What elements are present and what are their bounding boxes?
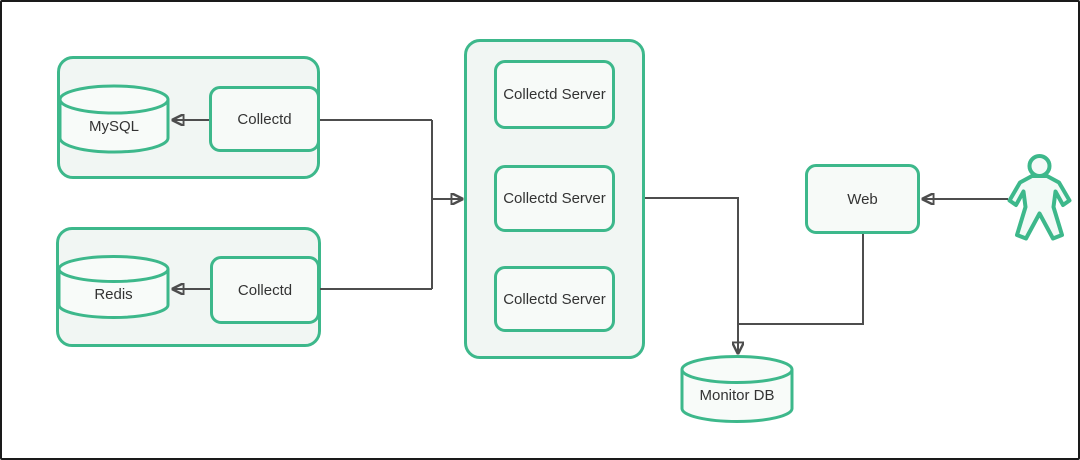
monitor-db-cylinder: Monitor DB xyxy=(680,355,794,428)
collectd-agent-mysql-label: Collectd xyxy=(237,110,292,128)
collectd-server-3: Collectd Server xyxy=(494,266,615,332)
redis-label: Redis xyxy=(94,286,132,303)
actor-head xyxy=(1027,154,1052,178)
collectd-server-1: Collectd Server xyxy=(494,60,615,129)
monitor-db-label: Monitor DB xyxy=(699,387,774,404)
collectd-server-2: Collectd Server xyxy=(494,165,615,232)
user-actor-icon xyxy=(1006,154,1073,247)
redis-database-cylinder: Redis xyxy=(57,255,170,324)
edge-cluster-to-monitor-db xyxy=(645,197,738,353)
web-label: Web xyxy=(847,190,878,208)
collectd-server-2-label: Collectd Server xyxy=(503,190,606,207)
mysql-label: MySQL xyxy=(89,118,139,135)
collectd-agent-redis: Collectd xyxy=(210,256,320,324)
collectd-agent-redis-label: Collectd xyxy=(237,281,293,299)
collectd-agent-mysql: Collectd xyxy=(209,86,320,152)
collectd-server-1-label: Collectd Server xyxy=(503,86,606,103)
mysql-database-cylinder: MySQL xyxy=(58,84,170,159)
collectd-server-3-label: Collectd Server xyxy=(503,290,606,308)
web-box: Web xyxy=(805,164,920,234)
actor-body xyxy=(1007,174,1072,241)
edge-web-to-monitor-line xyxy=(739,234,864,325)
